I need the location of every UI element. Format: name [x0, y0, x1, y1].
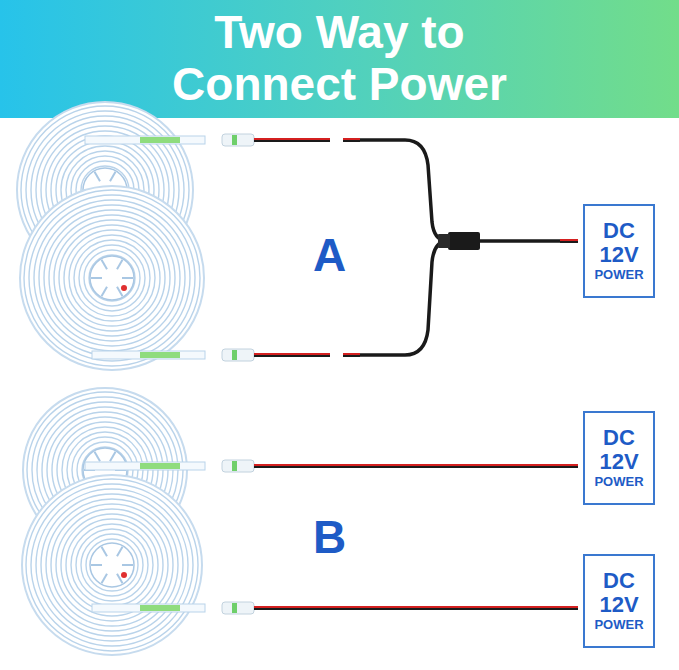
section-letter: A — [313, 230, 346, 280]
power-label: DC 12V POWER — [594, 569, 643, 633]
power-box: DC 12V POWER — [583, 554, 655, 648]
title-box: Two Way to Connect Power — [0, 6, 679, 110]
splitter-box — [448, 232, 480, 250]
led-reel — [20, 186, 254, 370]
wire-ends — [343, 139, 578, 356]
splitter-cable — [345, 140, 560, 355]
led-reels — [17, 102, 254, 655]
led-reel — [22, 475, 254, 655]
section-letter: B — [313, 512, 346, 562]
power-label: DC 12V POWER — [594, 426, 643, 490]
power-label: DC 12V POWER — [594, 219, 643, 283]
red-black-wires — [254, 139, 578, 609]
power-box: DC 12V POWER — [583, 411, 655, 505]
splitter-box — [438, 234, 450, 248]
power-box: DC 12V POWER — [583, 204, 655, 298]
title: Two Way to Connect Power — [130, 6, 550, 110]
